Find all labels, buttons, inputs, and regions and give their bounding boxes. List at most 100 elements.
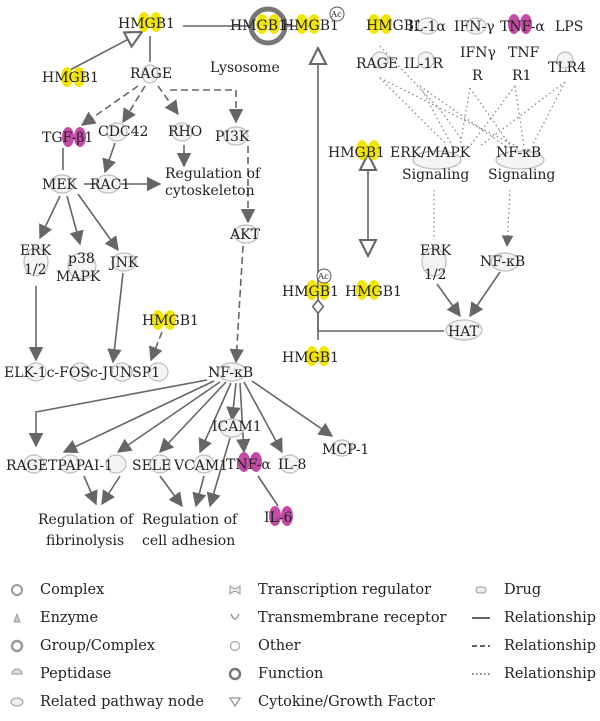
node-il1a: IL-1α [408,19,446,35]
dot-rage-nfkb [379,77,521,149]
function-reg-fibrinolysis-1: Regulation of [38,512,135,528]
node-ifngr-1: IFNγ [460,45,496,61]
legend-label: Transcription regulator [258,582,432,598]
legend-label: Relationship [504,610,597,626]
node-tlr4: TLR4 [548,60,586,76]
node-mek: MEK [42,177,78,193]
node-hmgb1-right-top: HMGB1 [366,18,423,34]
edge-nfkb-il8 [243,381,283,454]
legend-label: Peptidase [40,666,112,682]
edge-jnk-elk [107,272,124,364]
node-tgfb1: TGF-β1 [42,130,93,146]
edge-nfkb-rage [28,379,208,448]
legend-item: Cytokine/Growth Factor [224,692,435,712]
complex-icon [11,584,23,596]
node-hmgb1-mid: HMGB1 [142,313,199,329]
peptidase-icon [11,668,23,675]
node-erk12-right-2: 1/2 [424,267,447,283]
node-tnfa-bottom: TNF-α [226,457,271,473]
legend-label: Related pathway node [40,694,204,710]
solid-line-icon [472,617,490,619]
edge-akt-nfkb [229,245,244,364]
legend-label: Complex [40,582,105,598]
edges [28,25,566,508]
function-reg-adhesion-2: cell adhesion [142,533,235,549]
edge-tnfa-il6 [257,475,279,507]
node-icam1: ICAM1 [212,419,262,435]
node-pi3k: PI3K [215,129,250,145]
node-tnfr1-1: TNF [508,45,540,61]
dot-hmgb1-sig [379,45,463,141]
edge-mek-p38 [66,195,84,246]
function-icon [228,667,242,681]
node-hmgb1-left: HMGB1 [42,70,99,86]
edge-hat-hmgb1 [311,298,444,332]
node-p38-1: p38 [68,251,95,267]
dot-ifngr-erk [459,87,471,147]
edge-icam-adh [206,437,231,508]
edge-nfkb-pai [116,381,221,453]
edge-nfkb-tpa [62,380,215,453]
edge-rage-cdc42 [122,85,146,124]
legend-item: Relationship [470,608,596,628]
legend-item: Relationship [470,664,596,684]
node-cdc42: CDC42 [98,124,148,140]
node-nfkb-sig-2: Signaling [488,167,555,183]
edge-rage-tgfb [80,85,139,126]
legend-label: Cytokine/Growth Factor [258,694,435,710]
node-sele: SELE [132,458,171,474]
edge-nfkb-vcam1 [198,382,232,454]
node-vcam1: VCAM1 [173,458,228,474]
nodes: HMGB1 HMGB1 RAGE HMGB1 Lysosome HMGB1 Ac… [4,6,586,549]
legend-item: Complex [6,580,104,600]
legend-item: Relationship [470,636,596,656]
function-reg-fibrinolysis-2: fibrinolysis [46,533,124,549]
dot-il1r-erk [419,85,453,147]
node-il1r: IL-1R [404,56,443,72]
dot-rage-erk [379,77,447,145]
node-erk12-left-2: 1/2 [24,262,47,278]
node-nfkb-sig-1: NF-κB [496,145,541,161]
dotted-line-icon [472,673,490,675]
edge-hmgb1-left-top [69,32,142,71]
lysosome-ring [248,6,288,46]
node-rac1: RAC1 [90,177,130,193]
edge-rage-pi3k [170,89,244,124]
node-p38-2: MAPK [56,269,101,285]
legend-label: Transmembrane receptor [258,610,447,626]
node-hmgb1-bottom-right: HMGB1 [282,350,339,366]
node-hmgb1-lysosome: HMGB1 [230,18,287,34]
legend-item: Group/Complex [6,636,155,656]
lysosome-label: Lysosome [210,60,280,76]
node-elk-fos-jun-sp1: ELK-1c-FOSc-JUNSP1 [4,365,160,381]
node-rho: RHO [168,124,202,140]
dot-tnfr1-nfkb [514,85,525,147]
node-lps: LPS [555,19,583,35]
edge-nfkb-icam1 [226,382,241,422]
legend-item: Transmembrane receptor [224,608,446,628]
ac-badge-2: Ac [317,272,329,282]
other-icon [229,640,241,652]
edge-nfkb-sele [159,381,227,454]
dot-nfkb-sig-nfkb [501,189,514,248]
node-hmgb1-ac2: HMGB1 [282,284,339,300]
legend-label: Enzyme [40,610,99,626]
legend-item: Function [224,664,323,684]
cytokine-icon [228,697,242,708]
related-pathway-icon [10,697,24,707]
edge-sele-adh [159,475,183,508]
legend-label: Relationship [504,666,597,682]
legend-item: Related pathway node [6,692,204,712]
edge-pai-reg [101,475,121,506]
edge-tpa-reg [83,475,98,506]
gene-node [138,12,162,32]
node-tnfa-right: TNF-α [500,19,545,35]
node-rage-right: RAGE [356,56,398,72]
node-hat: HAT [448,324,480,340]
dot-il1r-nfkb [419,85,509,149]
drug-icon [475,586,487,594]
gene-node [61,67,85,87]
edge-nfkb-hat [469,271,501,318]
legend-item: Other [224,636,301,656]
function-reg-cytoskeleton-2: cytoskeleton [165,183,255,199]
